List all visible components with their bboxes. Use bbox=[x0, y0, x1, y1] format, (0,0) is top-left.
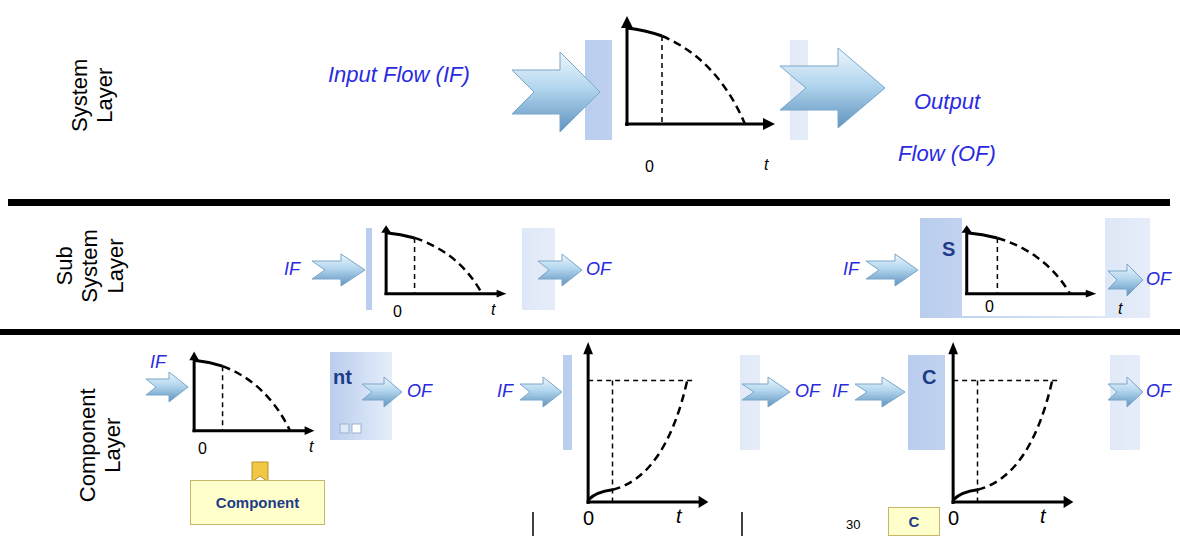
bracket-line bbox=[741, 512, 743, 536]
layer-divider bbox=[8, 199, 1170, 206]
axis-label: 0 bbox=[198, 440, 207, 458]
flow-block: 0t bbox=[366, 210, 556, 328]
axis-label: t bbox=[309, 438, 313, 456]
layer-divider bbox=[0, 329, 1180, 335]
flow-label: IF bbox=[284, 259, 300, 280]
flow-block: S 0 t bbox=[920, 210, 1150, 324]
flow-label: Output Flow (OF) bbox=[892, 76, 1002, 180]
flow-arrow bbox=[1108, 377, 1143, 407]
layer-band: System Layer0t bbox=[0, 0, 1180, 199]
flow-label: OF bbox=[1146, 381, 1171, 402]
axis-label: 0 bbox=[645, 158, 654, 176]
axis-label: t bbox=[764, 156, 768, 174]
block-title: S bbox=[942, 238, 955, 261]
flow-arrow bbox=[312, 254, 365, 286]
layer-heading: Sub System Layer bbox=[52, 226, 128, 306]
chart-background bbox=[962, 208, 1105, 316]
decreasing-chart bbox=[189, 351, 314, 435]
layer-heading: Component Layer bbox=[75, 382, 126, 507]
axis-label: 0 bbox=[393, 303, 402, 321]
block-icon bbox=[352, 424, 361, 433]
increasing-chart bbox=[948, 342, 1073, 508]
axis-label: t bbox=[1040, 505, 1046, 528]
axis-label: 0 bbox=[583, 507, 594, 530]
flow-arrow bbox=[512, 52, 600, 132]
flow-arrow bbox=[866, 254, 918, 286]
flow-label: Input Flow (IF) bbox=[328, 62, 470, 87]
page-number: 30 bbox=[846, 518, 860, 533]
flow-block: C 0 t bbox=[908, 340, 1140, 536]
increasing-chart bbox=[583, 342, 708, 508]
flow-label: IF bbox=[832, 381, 848, 402]
flow-label: OF bbox=[1146, 269, 1171, 290]
bookmark-icon bbox=[252, 462, 268, 482]
flow-arrow bbox=[538, 254, 582, 286]
layer-heading: System Layer bbox=[67, 50, 118, 140]
decreasing-chart bbox=[962, 225, 1097, 297]
chart-background bbox=[188, 338, 330, 468]
component-tag: Component bbox=[190, 480, 325, 525]
decreasing-chart bbox=[381, 225, 506, 297]
flow-block: 0t bbox=[585, 5, 808, 190]
component-tag: C bbox=[888, 507, 940, 536]
block-icon bbox=[340, 424, 349, 433]
chart-background bbox=[945, 338, 1110, 532]
flow-arrow bbox=[1108, 264, 1143, 296]
tag-text: Component bbox=[216, 494, 299, 511]
chart-background bbox=[372, 212, 522, 326]
flow-arrow bbox=[362, 377, 402, 407]
decreasing-chart bbox=[621, 16, 775, 130]
flow-block: nt 0 t bbox=[188, 338, 394, 466]
flow-label: IF bbox=[497, 381, 513, 402]
axis-label: t bbox=[676, 505, 682, 528]
flow-arrow bbox=[780, 48, 885, 128]
tag-text: C bbox=[909, 513, 920, 530]
flow-arrow bbox=[855, 377, 905, 407]
block-title: nt bbox=[333, 366, 352, 389]
layer-band: Component Layernt0t0tC0tComponentC bbox=[0, 335, 1180, 536]
block-title: C bbox=[922, 366, 936, 389]
flow-label: OF bbox=[407, 381, 432, 402]
flow-label: IF bbox=[843, 259, 859, 280]
axis-label: 0 bbox=[985, 298, 994, 316]
flow-arrow bbox=[520, 377, 562, 407]
chart-background bbox=[572, 338, 740, 532]
chart-background bbox=[612, 5, 790, 190]
axis-label: t bbox=[491, 301, 495, 319]
flow-block: 0t bbox=[533, 340, 760, 536]
flow-label: OF bbox=[586, 259, 611, 280]
flow-arrow bbox=[146, 372, 188, 402]
axis-label: t bbox=[1118, 300, 1122, 318]
flow-label: OF bbox=[795, 381, 820, 402]
flow-arrow bbox=[742, 377, 790, 407]
flow-label: IF bbox=[150, 352, 166, 373]
axis-label: 0 bbox=[948, 507, 959, 530]
bracket-line bbox=[532, 512, 534, 536]
